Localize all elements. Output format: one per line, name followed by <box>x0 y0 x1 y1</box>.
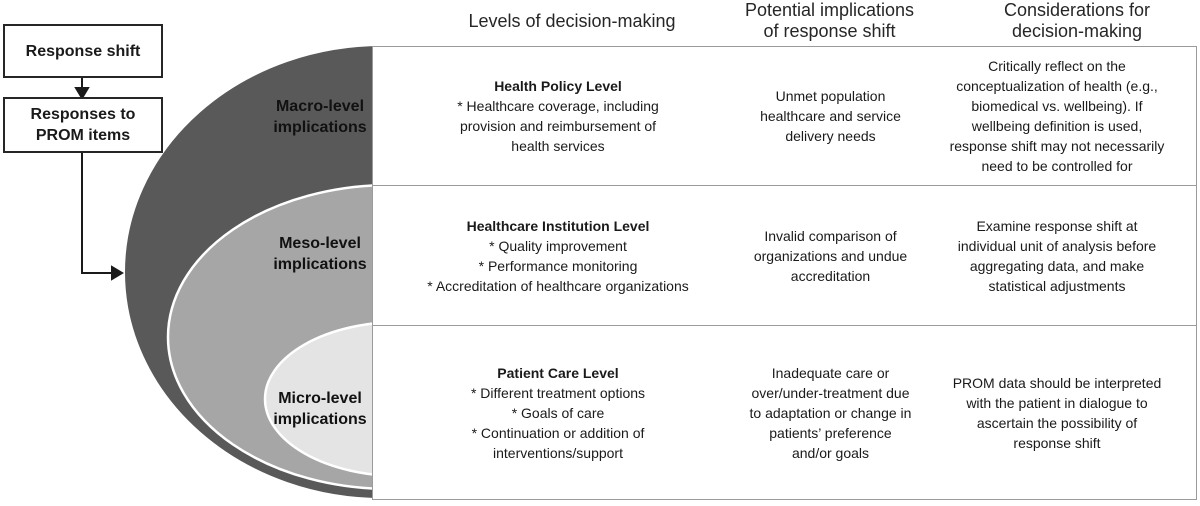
considerations-text: Examine response shift at individual uni… <box>957 217 1157 294</box>
header-levels-of-decision-making: Levels of decision-making <box>468 10 676 31</box>
response-shift-box: Response shift <box>3 24 163 78</box>
macro-level-label: Macro-level implications <box>273 98 367 136</box>
cell-level-patient-care: Patient Care Level * Different treatment… <box>373 326 743 499</box>
arrow-response-to-prom-head-icon <box>74 87 90 100</box>
meso-level-label: Meso-level implications <box>273 235 367 273</box>
table-row-meso: Healthcare Institution Level * Quality i… <box>373 186 1196 326</box>
cell-level-health-policy: Health Policy Level * Healthcare coverag… <box>373 47 743 185</box>
header-potential-implications: Potential implications of response shift <box>744 0 915 41</box>
level-items: * Quality improvement * Performance moni… <box>427 237 689 294</box>
implications-text: Unmet population healthcare and service … <box>760 88 901 144</box>
table-row-macro: Health Policy Level * Healthcare coverag… <box>373 47 1196 186</box>
implications-text: Invalid comparison of organizations and … <box>753 227 908 284</box>
level-title: Patient Care Level <box>497 364 619 381</box>
level-title: Health Policy Level <box>494 78 622 94</box>
considerations-text: PROM data should be interpreted with the… <box>952 374 1162 451</box>
cell-level-healthcare-institution: Healthcare Institution Level * Quality i… <box>373 186 743 325</box>
implications-table: Health Policy Level * Healthcare coverag… <box>372 46 1197 500</box>
response-shift-label: Response shift <box>25 42 141 60</box>
responses-to-prom-items-label: Responses to PROM items <box>30 106 136 144</box>
considerations-text: Critically reflect on the conceptualizat… <box>949 58 1165 174</box>
cell-implications-micro: Inadequate care or over/under-treatment … <box>743 326 918 499</box>
cell-implications-meso: Invalid comparison of organizations and … <box>743 186 918 325</box>
level-title: Healthcare Institution Level <box>466 217 650 234</box>
cell-considerations-micro: PROM data should be interpreted with the… <box>918 326 1196 499</box>
cell-implications-macro: Unmet population healthcare and service … <box>743 47 918 185</box>
header-considerations: Considerations for decision-making <box>1003 0 1151 41</box>
responses-to-prom-items-box: Responses to PROM items <box>3 97 163 153</box>
arrow-prom-to-venn-head-icon <box>111 265 124 281</box>
micro-level-label: Micro-level implications <box>273 390 367 428</box>
table-row-micro: Patient Care Level * Different treatment… <box>373 326 1196 499</box>
level-items: * Healthcare coverage, including provisi… <box>457 98 659 154</box>
implications-text: Inadequate care or over/under-treatment … <box>749 364 912 461</box>
table-header-row: Levels of decision-making Potential impl… <box>372 0 1197 42</box>
cell-considerations-meso: Examine response shift at individual uni… <box>918 186 1196 325</box>
cell-considerations-macro: Critically reflect on the conceptualizat… <box>918 47 1196 185</box>
level-items: * Different treatment options * Goals of… <box>470 384 646 461</box>
arrow-prom-to-venn <box>81 151 113 274</box>
